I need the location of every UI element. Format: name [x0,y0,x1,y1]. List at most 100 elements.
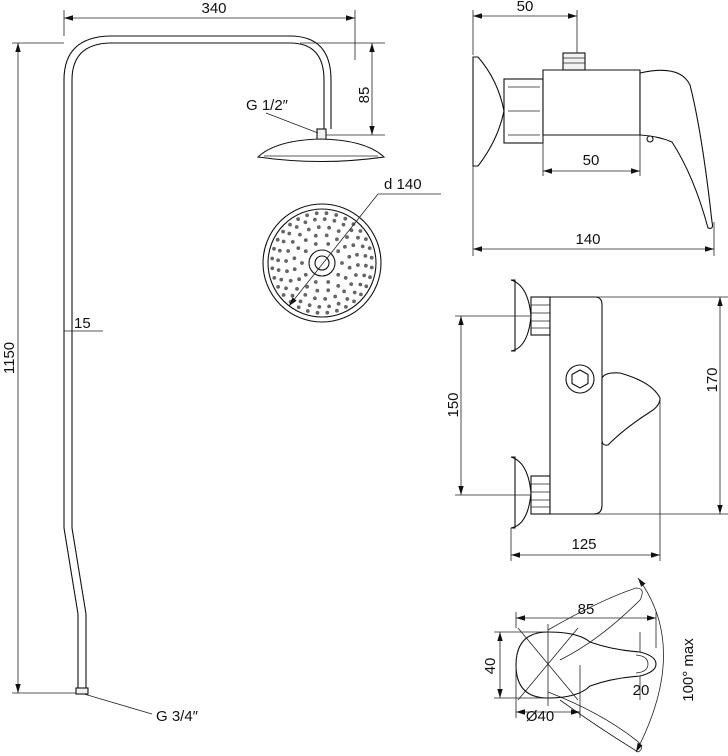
nozzle-dot [347,254,352,259]
nozzle-dot [368,275,372,280]
nozzle-dot [305,309,310,313]
nozzle-dot [326,288,331,293]
nozzle-dot [344,305,348,309]
nozzle-dot [359,292,363,297]
nozzle-dot [341,222,346,227]
nozzle-dot [294,225,299,229]
nozzle-dot [345,235,349,240]
nozzle-dot [364,284,369,289]
dim-handle-width: 40 [482,658,499,675]
nozzle-dot [297,277,301,282]
nozzle-dot [327,304,331,309]
nozzle-dot [272,276,277,280]
nozzle-dot [364,237,368,242]
nozzle-dot [342,289,346,294]
nozzle-dot [363,254,368,258]
nozzle-dot [315,310,320,315]
nozzle-dot [347,265,352,270]
dim-height: 1150 [1,342,18,374]
nozzle-dot [303,272,308,277]
nozzle-dot [326,242,331,246]
nozzle-dot [285,269,289,274]
nozzle-dot [290,240,295,244]
side-view-dimensions: 50 50 140 [472,0,715,256]
dim-tube: 15 [74,315,91,332]
nozzle-dot [300,261,304,265]
nozzle-dot [303,238,308,243]
dim-top-width: 340 [201,0,226,17]
column-dimensions: 340 85 1150 15 G 1/2″ G 3/4″ d 140 [1,0,441,725]
nozzle-dot [334,213,339,217]
nozzle-dot [332,218,337,223]
shower-head-front [262,203,382,323]
nozzle-dot [313,280,318,284]
mixer-front-view [510,279,661,529]
nozzle-dot [323,297,328,301]
nozzle-dot [313,242,318,246]
nozzle-dot [277,248,282,253]
shower-head-side [256,138,386,163]
nozzle-dot [295,287,299,291]
nozzle-dot [367,246,372,251]
dim-handle-length: 85 [578,601,595,618]
mixer-side-view [472,52,714,229]
nozzle-dot [296,246,301,251]
nozzle-dot [324,233,329,238]
nozzle-dot [316,225,321,230]
nozzle-dot [343,244,347,249]
nozzle-dot [276,285,280,289]
nozzle-dot [298,299,303,304]
nozzle-dot [358,282,363,287]
nozzle-dot [292,256,297,261]
dim-inlet-spacing: 150 [445,392,462,417]
nozzle-dot [303,249,308,254]
front-view-dimensions: 150 170 125 [445,296,728,561]
handle-dimensions: 85 40 Ø40 20 100° max [482,601,697,725]
nozzle-dot [305,213,309,218]
nozzle-dot [281,239,286,244]
nozzle-dot [307,303,312,308]
nozzle-dot [369,265,374,270]
nozzle-dot [356,263,360,267]
mixer-lever-side [639,69,714,229]
nozzle-dot [360,244,365,249]
nozzle-dot [313,296,317,301]
dim-body-height: 170 [704,367,721,392]
nozzle-dot [362,273,367,278]
dim-handle-diameter: Ø40 [526,708,554,725]
nozzle-dot [356,235,360,240]
nozzle-dot [343,276,348,280]
nozzle-dot [364,263,368,268]
nozzle-dot [303,220,308,225]
nozzle-dot [288,278,293,283]
dim-rotation: 100° max [680,638,697,702]
dim-handle-tip: 20 [633,682,650,699]
nozzle-dot [336,284,341,288]
nozzle-dot [284,286,288,291]
mixer-lever-front [601,372,661,446]
nozzle-dot [314,211,319,216]
nozzle-dot [287,231,292,236]
nozzle-dot [313,217,317,222]
nozzle-dot [279,277,284,282]
nozzle-dot [343,216,348,221]
nozzle-dot [345,297,350,301]
nozzle-dot [333,294,338,299]
nozzle-dot [336,272,341,277]
nozzle-dot [276,258,280,263]
nozzle-dot [336,249,341,254]
dim-total-depth: 140 [575,231,600,248]
nozzle-dot [335,308,339,313]
nozzle-dot [292,267,297,272]
nozzle-dot [327,225,331,230]
nozzle-dot [296,305,301,310]
nozzle-dot [284,259,288,263]
dim-drop: 85 [356,87,373,104]
nozzle-dot [286,249,290,253]
nozzle-dot [354,273,358,277]
nozzle-dot [276,268,281,272]
label-head-diameter: d 140 [384,176,422,193]
nozzle-pattern [270,211,374,315]
shower-column [63,35,386,695]
